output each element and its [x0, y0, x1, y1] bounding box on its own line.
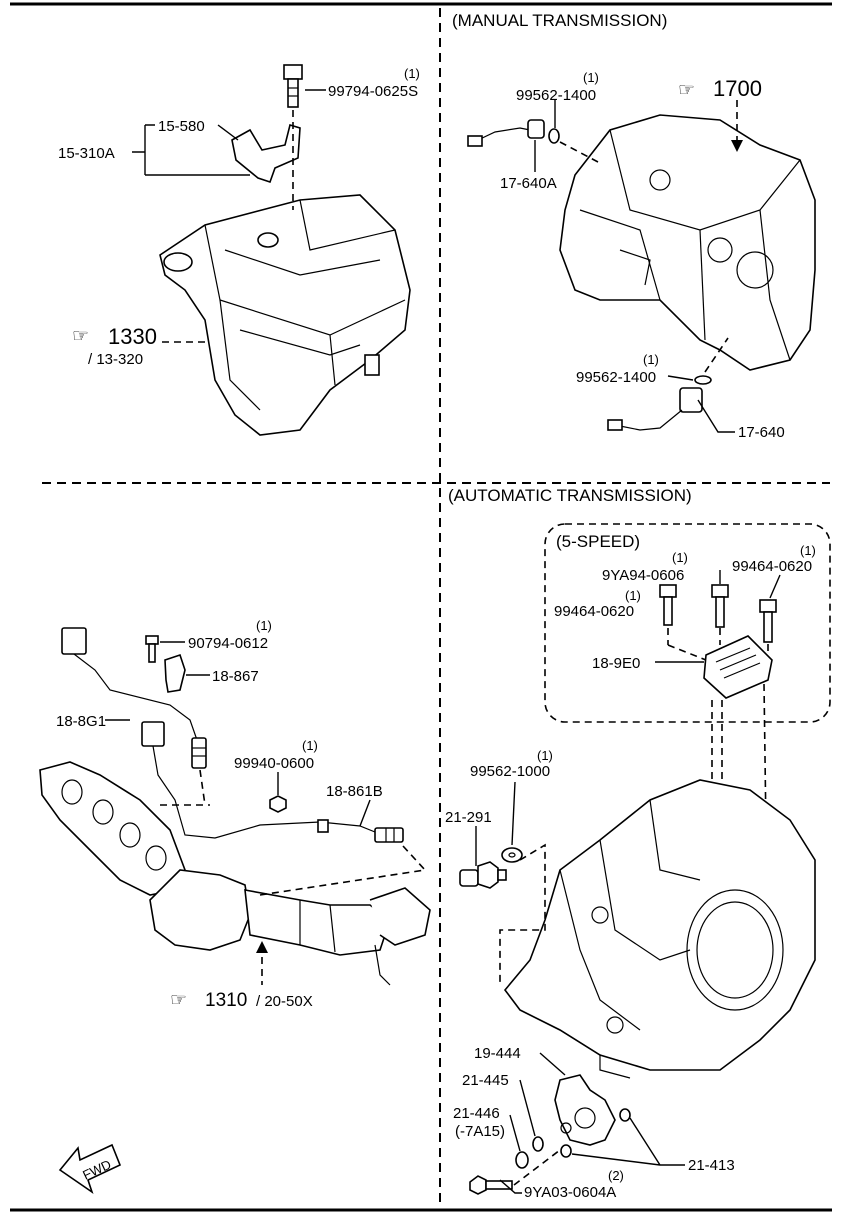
- qty-99562-a: (1): [583, 70, 599, 85]
- label-18-861b: 18-861B: [326, 783, 383, 800]
- ref-13-320-label: / 13-320: [88, 351, 143, 368]
- label-18-867: 18-867: [212, 668, 259, 685]
- ref-20-50x-label: / 20-50X: [256, 993, 313, 1010]
- ref-1700-label: 1700: [713, 76, 762, 101]
- label-99794-0625s: 99794-0625S: [328, 83, 418, 100]
- five-speed-header: (5-SPEED): [556, 532, 640, 551]
- washer-21-446: [515, 1151, 529, 1169]
- label-21-445: 21-445: [462, 1072, 509, 1089]
- ref-1330-label: 1330: [108, 324, 157, 349]
- bolt-9ya03: [469, 1175, 513, 1195]
- label-19-444: 19-444: [474, 1045, 521, 1062]
- qty-99562-b: (1): [643, 352, 659, 367]
- manual-transmission-header: (MANUAL TRANSMISSION): [452, 11, 667, 30]
- hand-icon: ☞: [170, 990, 187, 1011]
- control-module-18-9e0: [703, 635, 773, 699]
- ref-1330: ☞ 1330 / 13-320: [72, 324, 205, 368]
- label-21-413: 21-413: [688, 1157, 735, 1174]
- fwd-arrow-icon: FWD: [58, 1143, 122, 1195]
- o-rings-21-413: [560, 1108, 631, 1158]
- qty-9ya94: (1): [672, 550, 688, 565]
- air-cleaner-assembly: [159, 194, 411, 436]
- bolt-90794: [145, 635, 159, 663]
- bolt-99794: [283, 64, 303, 108]
- ref-1700: ☞ 1700: [678, 76, 762, 152]
- label-18-9e0: 18-9E0: [592, 655, 640, 672]
- automatic-transmission-header: (AUTOMATIC TRANSMISSION): [448, 486, 692, 505]
- switch-17-640: [607, 375, 712, 431]
- label-21-446: 21-446: [453, 1105, 500, 1122]
- label-15-310a: 15-310A: [58, 145, 115, 162]
- ref-1310-label: 1310: [205, 990, 247, 1011]
- oxygen-sensor-18-861b: [141, 721, 404, 843]
- label-18-8g1: 18-8G1: [56, 713, 106, 730]
- qty-99940: (1): [302, 738, 318, 753]
- qty-99562-1000: (1): [537, 748, 553, 763]
- qty-21-413: (2): [608, 1168, 624, 1183]
- qty-99464-a: (1): [800, 543, 816, 558]
- catalytic-converter: [149, 869, 431, 986]
- ref-1310: ☞ 1310 / 20-50X: [170, 941, 313, 1011]
- qty-99794: (1): [404, 66, 420, 81]
- bolt-99464-right: [759, 599, 777, 643]
- label-17-640: 17-640: [738, 424, 785, 441]
- manual-transmission-case: [559, 114, 816, 371]
- frame: [10, 2, 832, 1212]
- qty-99464-b: (1): [625, 588, 641, 603]
- hand-icon: ☞: [72, 326, 89, 347]
- bracket-18-867: [164, 653, 186, 693]
- label-99562-1400-b: 99562-1400: [576, 369, 656, 386]
- oxygen-sensor-18-8g1: [61, 627, 207, 769]
- qty-90794: (1): [256, 618, 272, 633]
- label-7a15: (-7A15): [455, 1123, 505, 1140]
- hand-icon: ☞: [678, 80, 695, 101]
- label-99464-0620-b: 99464-0620: [554, 603, 634, 620]
- automatic-transmission-case: [503, 779, 816, 1079]
- label-99940-0600: 99940-0600: [234, 755, 314, 772]
- label-90794-0612: 90794-0612: [188, 635, 268, 652]
- label-99562-1400-a: 99562-1400: [516, 87, 596, 104]
- switch-17-640a: [467, 119, 560, 147]
- bolt-9ya94: [711, 584, 729, 628]
- washer-21-445: [532, 1136, 544, 1152]
- label-9ya03-0604a: 9YA03-0604A: [524, 1184, 616, 1201]
- label-9ya94-0606: 9YA94-0606: [602, 567, 684, 584]
- label-21-291: 21-291: [445, 809, 492, 826]
- label-99464-0620-a: 99464-0620: [732, 558, 812, 575]
- label-99562-1000: 99562-1000: [470, 763, 550, 780]
- bolt-99464-left: [659, 584, 677, 626]
- label-15-580: 15-580: [158, 118, 205, 135]
- five-speed-box: (5-SPEED): [544, 523, 831, 723]
- bracket-15-580: [231, 123, 301, 184]
- switch-19-444: [554, 1074, 616, 1146]
- nut-99940: [269, 795, 287, 813]
- pressure-switch-21-291: [459, 847, 523, 889]
- label-17-640a: 17-640A: [500, 175, 557, 192]
